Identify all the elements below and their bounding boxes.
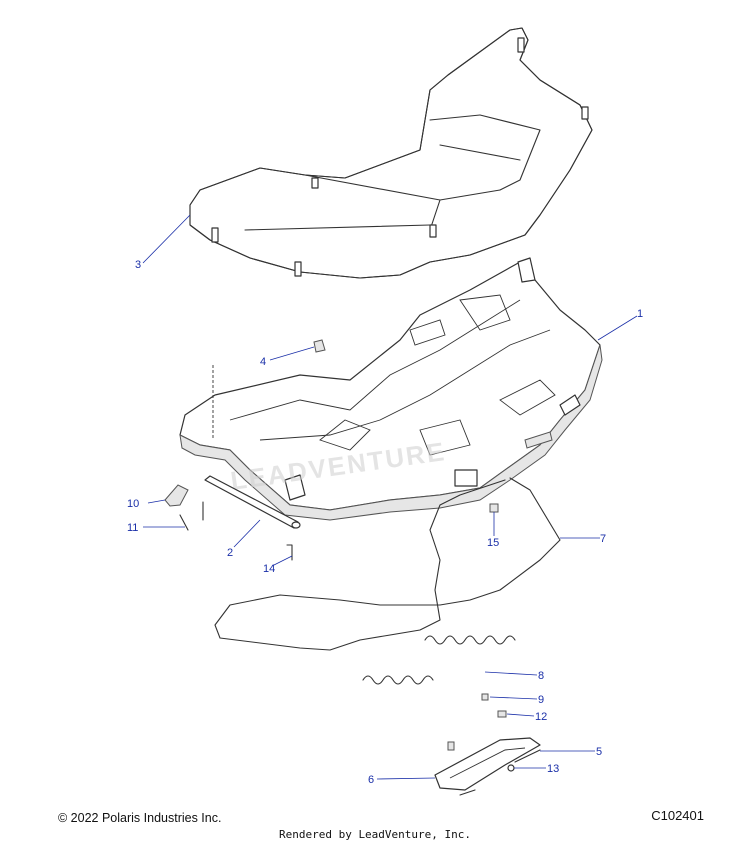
copyright-notice: © 2022 Polaris Industries Inc.: [58, 811, 222, 825]
callout-15[interactable]: 15: [487, 537, 499, 549]
front-rack[interactable]: [189, 27, 593, 279]
fastener-15[interactable]: [489, 503, 499, 513]
bolt-9[interactable]: [481, 693, 489, 701]
bottom-pin: [459, 789, 476, 796]
rod-2[interactable]: [204, 475, 301, 529]
diagram-id: C102401: [651, 808, 704, 823]
callout-numbers: 1 2 3 4 5 6 7 8 9 10 11 12 13 14 15: [127, 259, 643, 786]
cable-7[interactable]: [214, 477, 561, 651]
pin-11[interactable]: [179, 514, 189, 531]
callout-3[interactable]: 3: [135, 259, 141, 271]
callout-6[interactable]: 6: [368, 774, 374, 786]
l-pin-14[interactable]: [286, 544, 293, 561]
spring-left: [362, 675, 434, 685]
callout-7[interactable]: 7: [600, 533, 606, 545]
pin-5[interactable]: [514, 749, 541, 763]
callout-10[interactable]: 10: [127, 498, 139, 510]
latch-10[interactable]: [164, 484, 189, 507]
rack-panel[interactable]: [179, 257, 603, 521]
spring-8[interactable]: [424, 635, 516, 645]
callout-11[interactable]: 11: [127, 522, 138, 534]
callout-4[interactable]: 4: [260, 356, 266, 368]
bolt-near-bracket: [447, 741, 455, 751]
bumper-4[interactable]: [313, 339, 326, 353]
callout-5[interactable]: 5: [596, 746, 602, 758]
screw-12[interactable]: [497, 710, 507, 718]
callout-14[interactable]: 14: [263, 563, 275, 575]
callout-9[interactable]: 9: [538, 694, 544, 706]
rendered-by-credit: Rendered by LeadVenture, Inc.: [278, 828, 472, 841]
callout-13[interactable]: 13: [547, 763, 559, 775]
callout-8[interactable]: 8: [538, 670, 544, 682]
callout-1[interactable]: 1: [637, 308, 643, 320]
leader-lines: [142, 214, 638, 780]
bracket-6[interactable]: [434, 737, 541, 791]
clip-13[interactable]: [507, 764, 515, 772]
callout-2[interactable]: 2: [227, 547, 233, 559]
callout-12[interactable]: 12: [535, 711, 547, 723]
